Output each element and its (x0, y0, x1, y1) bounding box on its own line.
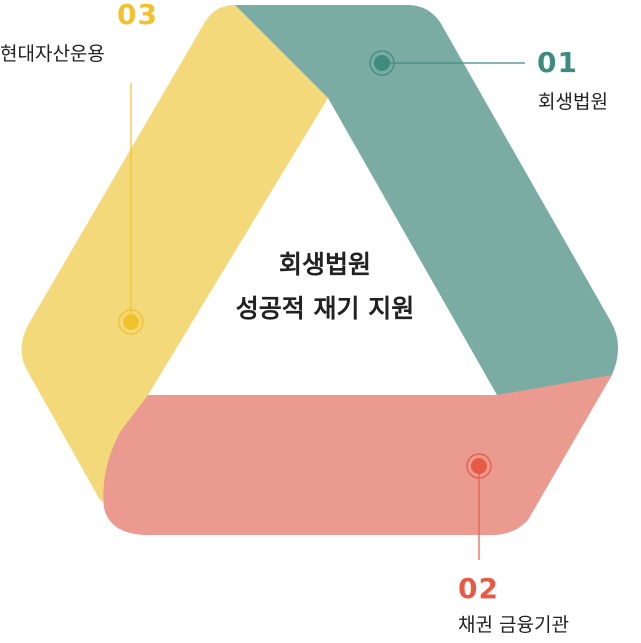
segment-number-03: 03 (117, 0, 158, 31)
marker-ring-03 (118, 309, 144, 335)
segment-label-01: 회생법원 (538, 91, 608, 113)
center-title-line-1: 회생법원 (278, 250, 371, 279)
center-title-line-2: 성공적 재기 지원 (235, 294, 415, 323)
marker-ring-02 (466, 453, 492, 479)
segment-band-01 (235, 5, 619, 395)
marker-02 (466, 453, 492, 479)
segment-label-03: 현대자산운용 (0, 43, 105, 65)
marker-ring-01 (369, 50, 395, 76)
marker-dot-02 (471, 458, 487, 474)
marker-dot-03 (123, 314, 139, 330)
segment-label-02: 채권 금융기관 (458, 614, 569, 636)
segment-number-01: 01 (537, 46, 578, 79)
segment-band-02 (103, 375, 612, 535)
marker-dot-01 (374, 55, 390, 71)
marker-03 (118, 309, 144, 335)
segment-number-02: 02 (458, 572, 499, 605)
marker-01 (369, 50, 395, 76)
segment-band-03 (21, 5, 328, 510)
